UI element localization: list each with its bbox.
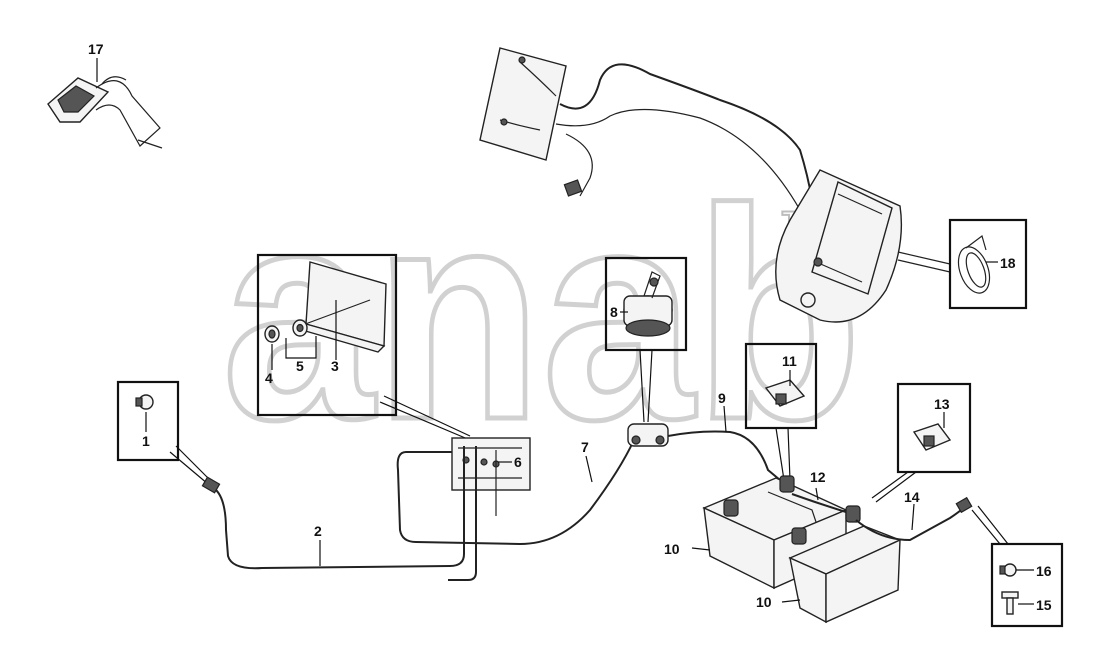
callout-18: 18 xyxy=(1000,255,1016,271)
leader-14 xyxy=(911,503,915,531)
callout-1: 1 xyxy=(142,433,150,449)
leader-box-8 xyxy=(639,349,653,423)
callout-10-upper: 10 xyxy=(664,541,680,557)
callout-15: 15 xyxy=(1036,597,1052,613)
callout-13: 13 xyxy=(934,396,950,412)
cable-ground-lead[interactable] xyxy=(448,446,477,581)
callout-box-13 xyxy=(896,382,972,474)
part-13-terminal[interactable] xyxy=(912,423,952,451)
control-box[interactable] xyxy=(775,169,951,323)
callout-box-11 xyxy=(744,342,818,430)
leader-box-1 xyxy=(169,445,211,485)
part-15-bolt[interactable] xyxy=(1001,591,1019,615)
callout-11: 11 xyxy=(782,353,797,369)
callout-5: 5 xyxy=(296,358,304,374)
part-17-bracket[interactable] xyxy=(47,76,163,149)
cable-9[interactable] xyxy=(667,430,781,481)
part-8-battery-switch[interactable] xyxy=(623,271,673,337)
callout-16: 16 xyxy=(1036,563,1052,579)
part-1-clip[interactable] xyxy=(135,394,154,410)
leader-box-15-16 xyxy=(971,505,1009,545)
callout-box-15-16 xyxy=(990,542,1064,628)
callout-3: 3 xyxy=(331,358,339,374)
callout-8: 8 xyxy=(610,304,618,320)
leader-5 xyxy=(285,336,317,359)
leader-10a xyxy=(691,547,711,551)
callout-box-18 xyxy=(948,218,1028,310)
callout-2: 2 xyxy=(314,523,322,539)
callout-17: 17 xyxy=(88,41,104,57)
leader-box-3-4-5 xyxy=(379,395,471,441)
callout-box-3-4-5 xyxy=(256,253,398,417)
callout-6: 6 xyxy=(514,454,522,470)
loop-cable[interactable] xyxy=(396,439,635,546)
upper-wiring-panel[interactable] xyxy=(479,47,813,211)
part-16-nut[interactable] xyxy=(999,563,1017,577)
callout-box-1 xyxy=(116,380,180,462)
watermark: anab TM xyxy=(220,144,865,485)
part-11-terminal[interactable] xyxy=(764,379,806,407)
part-18-clamp[interactable] xyxy=(953,234,996,297)
part-5-nut[interactable] xyxy=(292,319,308,337)
part-4-washer[interactable] xyxy=(264,325,280,343)
callout-10-lower: 10 xyxy=(756,594,772,610)
callout-4: 4 xyxy=(265,370,273,386)
leader-box-13 xyxy=(871,471,917,503)
cable-12[interactable] xyxy=(791,493,847,513)
cable-2[interactable] xyxy=(201,446,465,570)
callout-14: 14 xyxy=(904,489,920,505)
leader-7 xyxy=(585,455,593,483)
callout-12: 12 xyxy=(810,469,826,485)
leader-12 xyxy=(815,487,819,501)
battery-lower[interactable] xyxy=(788,505,902,624)
watermark-text: anab xyxy=(222,146,862,482)
callout-7: 7 xyxy=(581,439,589,455)
callout-9: 9 xyxy=(718,390,726,406)
leader-box-11 xyxy=(775,427,791,481)
cable-14-lug xyxy=(955,496,973,514)
callout-box-8 xyxy=(604,256,688,352)
leader-10b xyxy=(781,599,801,603)
switch-junction[interactable] xyxy=(627,423,669,447)
part-3-plate[interactable] xyxy=(299,261,387,353)
leader-9 xyxy=(723,405,727,433)
